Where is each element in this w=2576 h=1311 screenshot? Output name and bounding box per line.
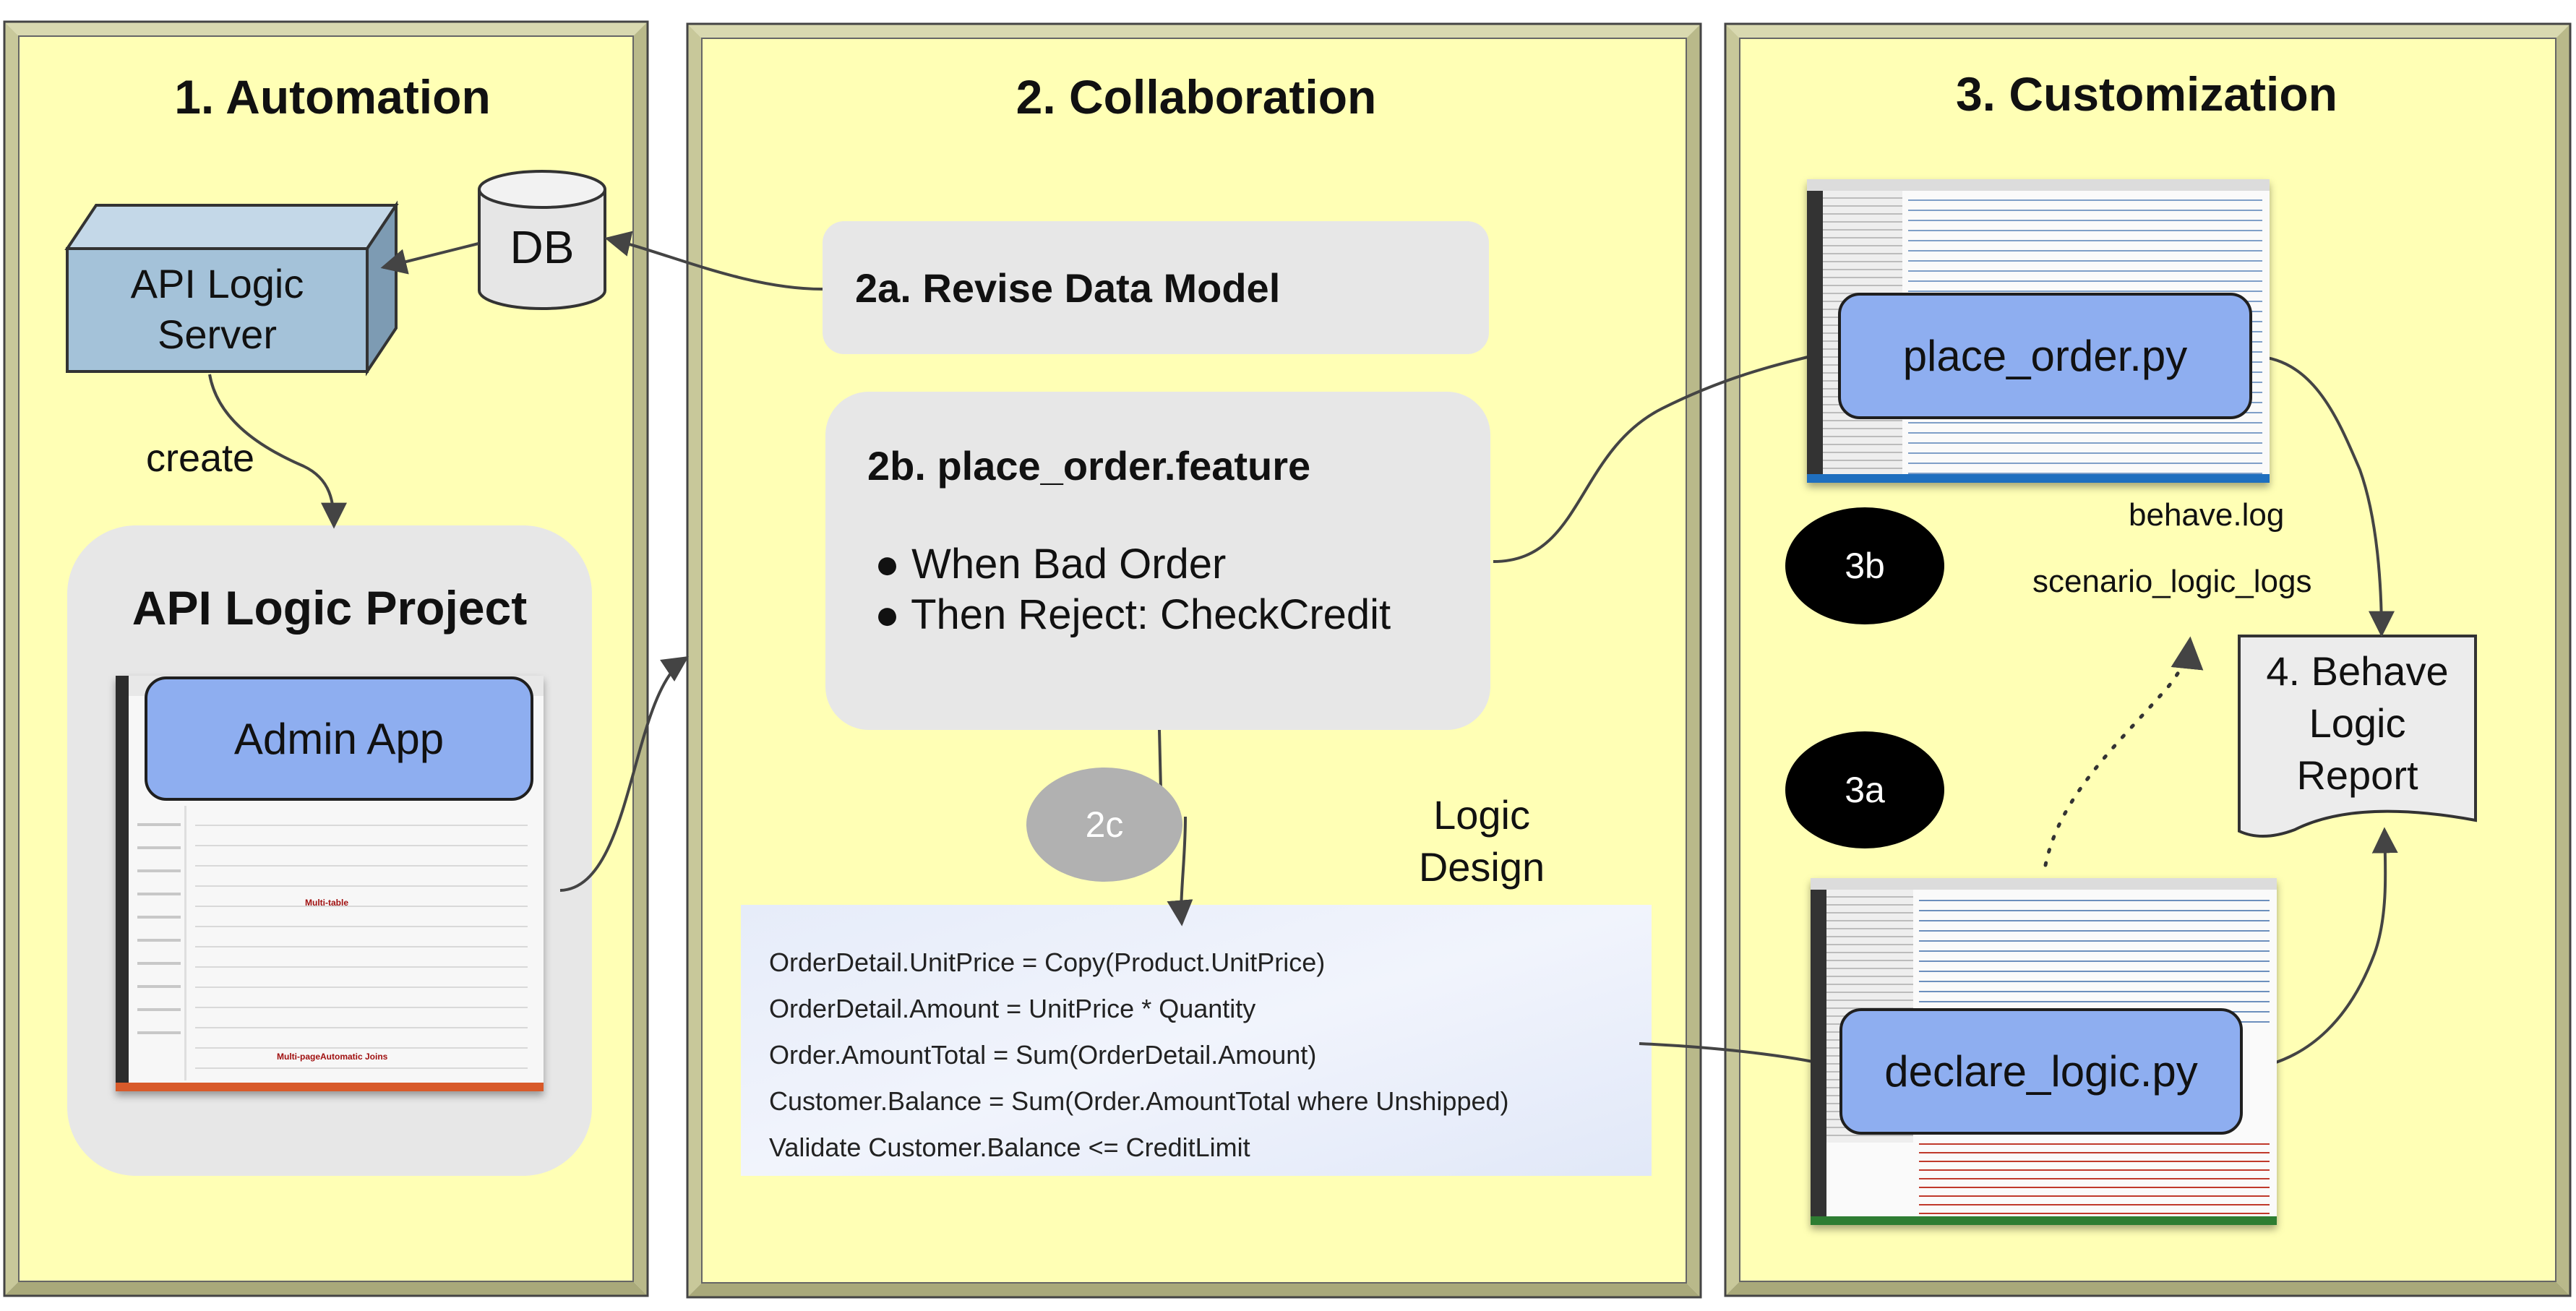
logic-design-label: Logic Design	[1418, 792, 1545, 890]
bullet-dot-icon: ●	[875, 541, 912, 588]
bullet-dot-icon: ●	[875, 591, 911, 638]
api-logic-server-box	[64, 200, 399, 377]
admin-app-box: Admin App	[145, 676, 533, 801]
arrow-feature-to-place-order	[1493, 343, 1839, 563]
arrow-revise-to-db	[604, 231, 823, 291]
db-label: DB	[510, 221, 575, 273]
server-label-line1: API Logic	[130, 261, 304, 306]
feature-bullet-2: ● Then Reject: CheckCredit	[875, 591, 1391, 638]
behave-report-label: 4. Behave Logic Report	[2266, 648, 2449, 798]
api-logic-server-label: API Logic Server	[67, 259, 367, 360]
behave-log-label: behave.log	[2129, 497, 2285, 533]
scenario-logic-logs-label: scenario_logic_logs	[2032, 564, 2312, 599]
annotation-automatic-joins: Automatic Joins	[320, 1052, 388, 1062]
panel-title-automation: 1. Automation	[174, 70, 491, 124]
arrow-feature-to-rules	[1159, 729, 1185, 924]
feature-title: 2b. place_order.feature	[867, 443, 1311, 489]
badge-3a: 3a	[1785, 731, 1944, 848]
rule-3: Order.AmountTotal = Sum(OrderDetail.Amou…	[769, 1040, 1317, 1070]
annotation-multi-page: Multi-page	[277, 1052, 320, 1062]
feature-box: 2b. place_order.feature ● When Bad Order…	[825, 392, 1490, 730]
server-label-line2: Server	[158, 311, 277, 357]
arrow-create-project	[208, 374, 347, 529]
badge-3b: 3b	[1785, 507, 1944, 624]
panel-title-collaboration: 2. Collaboration	[1016, 70, 1377, 124]
rule-4: Customer.Balance = Sum(Order.AmountTotal…	[769, 1086, 1509, 1116]
annotation-multi-table: Multi-table	[305, 898, 348, 908]
api-logic-project-title: API Logic Project	[132, 581, 528, 635]
behave-report-document	[2238, 635, 2477, 838]
arrow-db-to-server	[380, 242, 479, 275]
arrow-project-to-collaboration	[559, 656, 689, 892]
create-label: create	[146, 437, 255, 480]
badge-2c: 2c	[1026, 768, 1182, 882]
arrow-place-order-to-report	[2251, 355, 2395, 637]
rule-1: OrderDetail.UnitPrice = Copy(Product.Uni…	[769, 947, 1326, 977]
rule-2: OrderDetail.Amount = UnitPrice * Quantit…	[769, 994, 1256, 1023]
dotted-arrow-logs	[2043, 636, 2204, 867]
panel-title-customization: 3. Customization	[1955, 67, 2338, 121]
arrow-declare-logic-to-report	[2242, 827, 2398, 1071]
revise-data-model-box: 2a. Revise Data Model	[823, 221, 1489, 354]
db-cylinder	[478, 170, 606, 310]
logic-rules-list: OrderDetail.UnitPrice = Copy(Product.Uni…	[769, 940, 1636, 1171]
place-order-box: place_order.py	[1838, 293, 2252, 419]
rule-5: Validate Customer.Balance <= CreditLimit	[769, 1132, 1250, 1162]
declare-logic-box: declare_logic.py	[1839, 1008, 2243, 1135]
feature-bullet-1: ● When Bad Order	[875, 541, 1227, 588]
